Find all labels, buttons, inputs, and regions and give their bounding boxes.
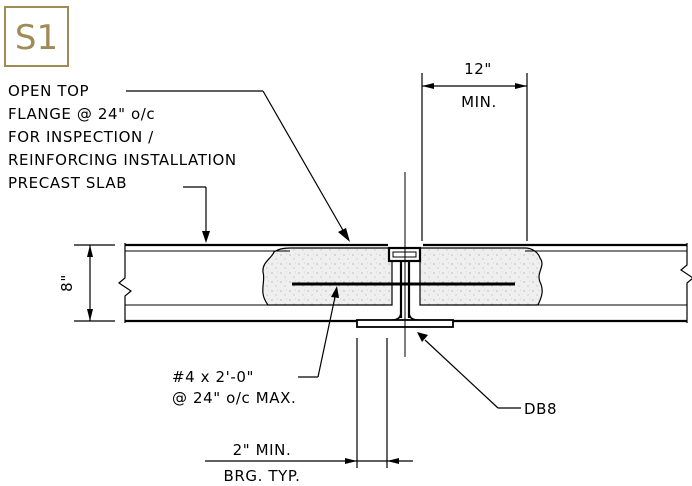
detail-badge-frame	[4, 6, 69, 67]
steel-fillet-right	[408, 311, 419, 321]
note-open-top-line-2: FLANGE @ 24" o/c	[8, 105, 155, 123]
note-open-top-line-1: OPEN TOP	[8, 82, 89, 100]
dim-2-arrow-left	[345, 458, 357, 464]
dim-12-arrow-right	[515, 83, 527, 89]
leader-open-top-diag	[262, 90, 345, 233]
note-open-top-line-4: REINFORCING INSTALLATION	[8, 151, 237, 169]
note-db8: DB8	[524, 400, 557, 418]
dim-2-arrow-right	[387, 458, 399, 464]
break-line-left	[117, 243, 133, 323]
grout-fill-right	[419, 247, 543, 306]
leader-open-top-arrow	[338, 228, 350, 242]
dim-2-sub: BRG. TYP.	[223, 467, 300, 485]
dim-12-value: 12"	[464, 60, 492, 78]
dim-2-value: 2" MIN.	[233, 441, 292, 459]
leader-rebar-arrow	[331, 286, 339, 298]
detail-badge-label: S1	[15, 18, 58, 58]
leader-db8-arrow	[417, 332, 428, 342]
break-line-right	[679, 243, 692, 323]
dim-8-arrow-top	[87, 245, 93, 257]
leader-rebar-diag	[317, 296, 336, 378]
dim-12-sub: MIN.	[461, 93, 497, 111]
leader-precast-arrow	[202, 231, 210, 243]
note-open-top-line-3: FOR INSPECTION /	[8, 128, 154, 146]
steel-fillet-left	[391, 311, 402, 321]
dim-8-value: 8"	[58, 274, 76, 292]
note-rebar-line-2: @ 24" o/c MAX.	[172, 389, 296, 407]
leader-db8-diag	[424, 339, 499, 409]
dim-8-arrow-bottom	[87, 309, 93, 321]
grout-fill-left	[262, 247, 393, 306]
note-rebar-line-1: #4 x 2'-0"	[172, 368, 254, 386]
note-open-top-flange: OPEN TOP FLANGE @ 24" o/c FOR INSPECTION…	[8, 82, 237, 169]
note-precast-slab: PRECAST SLAB	[8, 174, 127, 192]
dim-12-arrow-left	[422, 83, 434, 89]
